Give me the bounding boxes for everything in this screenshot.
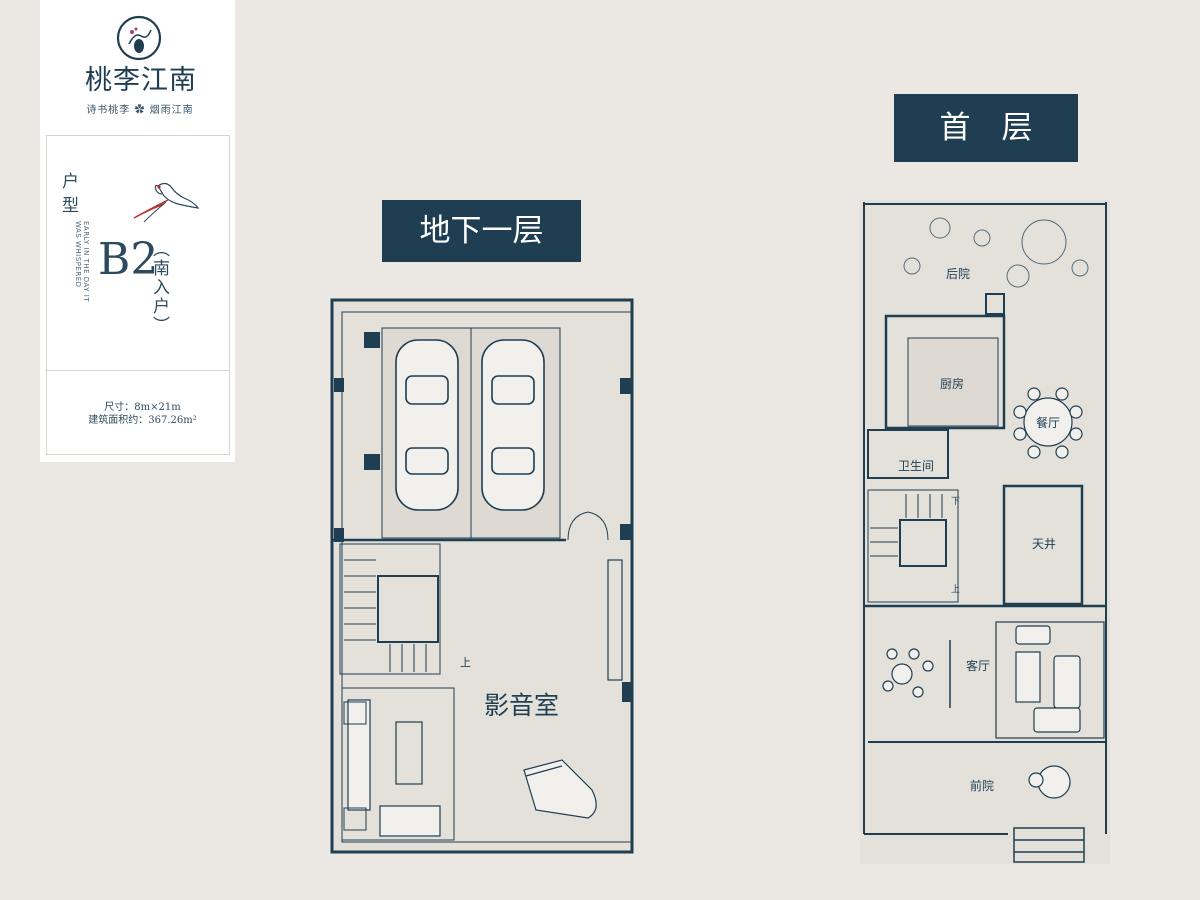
kitchen-label: 厨房: [940, 376, 964, 391]
round-table-icon: [1028, 765, 1071, 799]
ground-floor-plan: 后院 厨房 餐厅 卫生间 下 上 天井 客厅: [860, 200, 1110, 864]
brand-slogan: 诗书桃李 ✿ 烟雨江南: [86, 105, 194, 116]
ground-title: 首 层: [894, 94, 1078, 162]
basement-stairs: [339, 543, 441, 675]
car-right-icon: [481, 339, 545, 511]
car-left-icon: [395, 339, 459, 511]
backyard-label: 后院: [946, 267, 970, 281]
area-label: 建筑面积约：367.26m²: [88, 415, 197, 426]
english-caption: EARLY IN THE DAY IT WAS WHISPERED: [74, 221, 90, 303]
unit-spec: 尺寸：8m×21m 建筑面积约：367.26m²: [60, 401, 225, 427]
unit-info-box: [46, 135, 230, 455]
living-label: 客厅: [966, 658, 990, 673]
frontyard-label: 前院: [970, 778, 994, 793]
info-card: [40, 0, 235, 462]
basement-floor-plan: 上 影音室: [330, 298, 634, 854]
basement-title: 地下一层: [382, 200, 581, 262]
unit-type-label: 户型: [62, 172, 79, 216]
dining-table-icon: [1013, 387, 1083, 459]
ground-stairs: [867, 489, 959, 603]
logo-emblem-icon: [116, 15, 162, 61]
brand-name: 桃李江南: [85, 65, 197, 96]
entry-steps: [1013, 827, 1085, 863]
backyard-trees: [903, 217, 1089, 288]
info-divider: [46, 370, 230, 371]
unit-type-code: B2: [98, 234, 159, 285]
stairs-down-label: 下: [951, 497, 960, 507]
living-sofa-set-icon: [995, 621, 1105, 739]
stairs-up-label: 上: [951, 584, 960, 595]
bathroom-label: 卫生间: [898, 459, 934, 473]
table-with-chairs-icon: [882, 648, 934, 698]
basement-stairs-up-label: 上: [460, 656, 471, 669]
entry-direction: （南入户）: [149, 240, 169, 335]
dining-label: 餐厅: [1036, 415, 1060, 430]
theater-label: 影音室: [484, 691, 559, 720]
size-label: 尺寸：8m×21m: [104, 402, 181, 413]
courtyard-label: 天井: [1032, 537, 1056, 551]
crane-bird-icon: [133, 182, 200, 223]
piano-icon: [523, 759, 597, 819]
